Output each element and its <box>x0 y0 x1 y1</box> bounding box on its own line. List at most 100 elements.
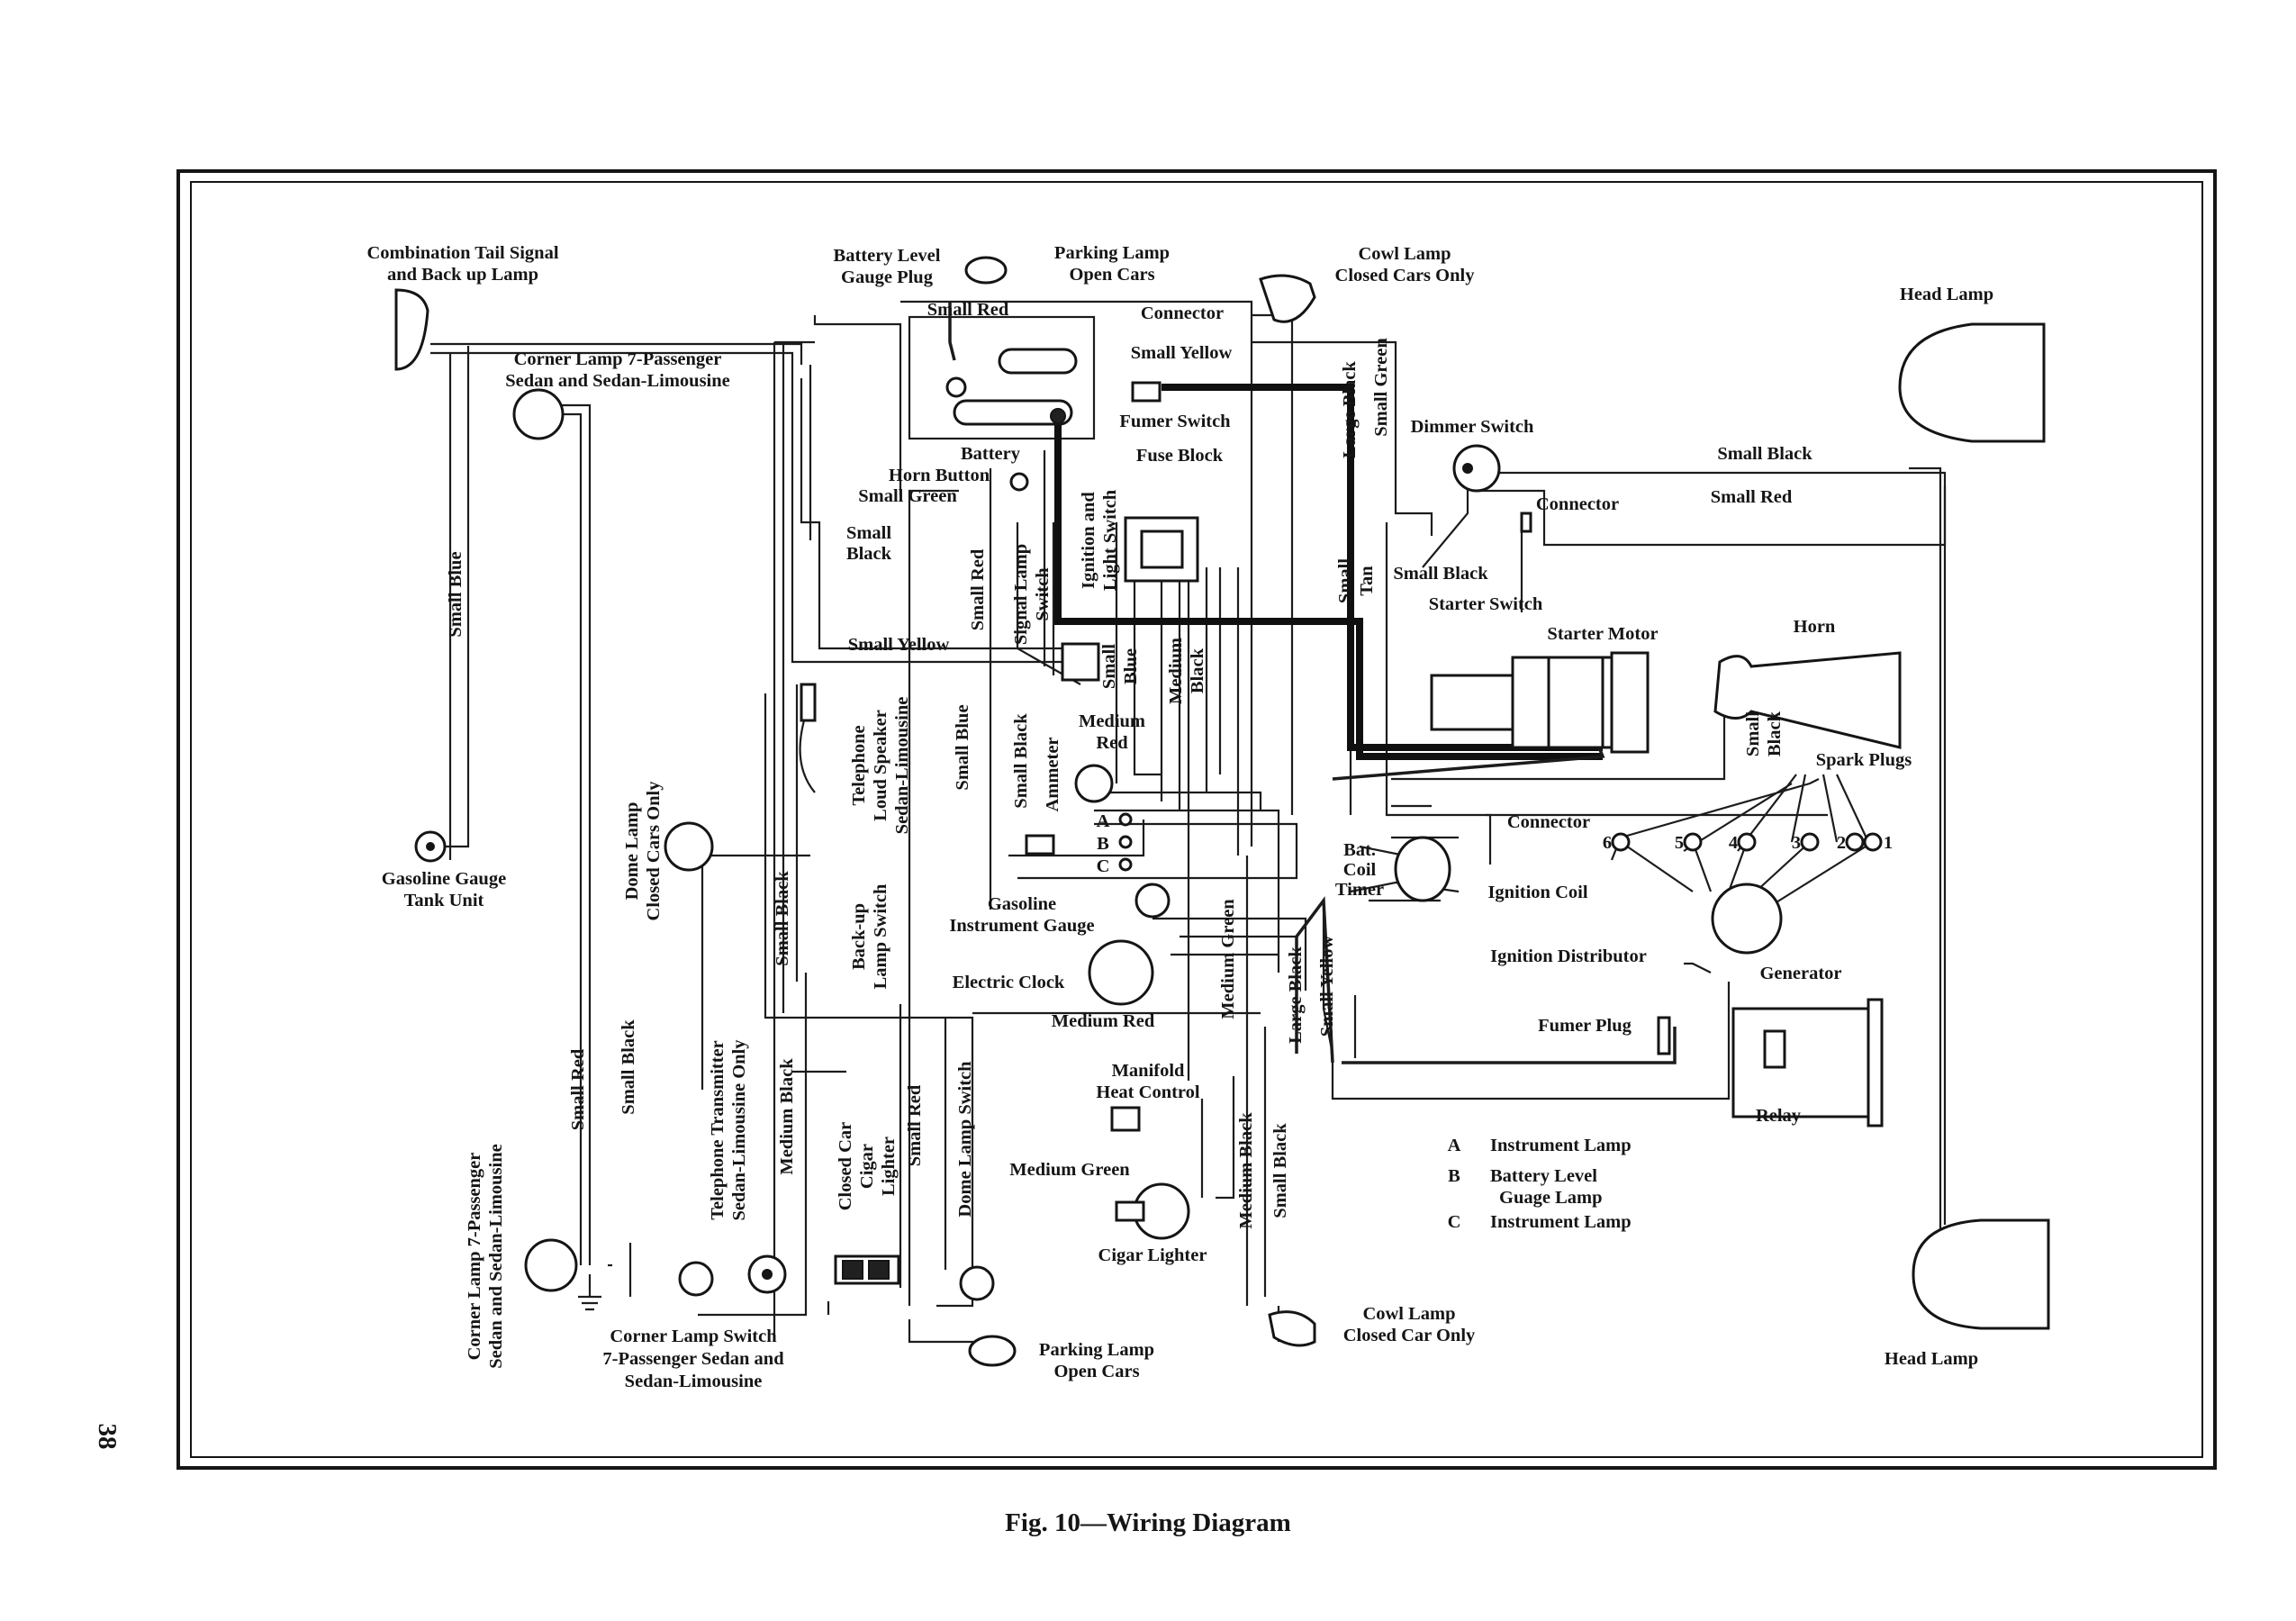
horn-button-icon <box>1009 472 1029 492</box>
head-lamp-bottom-label: Head Lamp <box>1885 1349 1978 1369</box>
backup-lamp-switch-icon <box>1025 834 1055 856</box>
small-black-vert2-label: Small Black <box>773 871 792 966</box>
page-number: 38 <box>93 1424 122 1450</box>
cowl-lamp-top-icon <box>1259 274 1316 323</box>
inner-frame <box>190 181 2203 1458</box>
dome-lamp-switch-label: Dome Lamp Switch <box>955 1061 975 1218</box>
battery-label: Battery <box>961 444 1021 464</box>
backup-lamp-switch-label: Back-upLamp Switch <box>849 883 890 989</box>
fumer-plug-label: Fumer Plug <box>1538 1016 1632 1036</box>
small-blue-vert-label: Small Blue <box>953 704 972 790</box>
horn-icon <box>1713 651 1902 749</box>
terminal-c-label: C <box>1097 856 1110 876</box>
parking-lamp-top-icon <box>964 256 1008 285</box>
medium-black-bottom-label: Medium Black <box>1236 1112 1256 1229</box>
dimmer-switch-label: Dimmer Switch <box>1411 417 1534 437</box>
spark-plugs-label: Spark Plugs <box>1816 750 1912 770</box>
medium-green-bottom-label: Medium Green <box>1009 1160 1130 1180</box>
outer-frame <box>176 169 2217 1470</box>
corner-lamp-switch-icon <box>678 1261 714 1297</box>
small-tan-label: SmallTan <box>1335 558 1377 603</box>
signal-lamp-switch-label: Signal LampSwitch <box>1011 544 1053 645</box>
ignition-coil-label: Ignition Coil <box>1487 883 1587 902</box>
legend-key-a: A <box>1448 1136 1461 1155</box>
ignition-light-switch-label: Ignition andLight Switch <box>1079 489 1120 591</box>
small-black-right-label: Small Black <box>1393 564 1488 584</box>
parking-lamp-bottom-icon <box>968 1335 1017 1367</box>
cowl-lamp-bottom-icon <box>1268 1310 1316 1347</box>
ignition-coil-icon <box>1394 836 1451 902</box>
plug-number-2: 2 <box>1837 833 1846 853</box>
components <box>394 256 2050 1367</box>
electric-clock-label: Electric Clock <box>953 973 1065 992</box>
small-red-vert2-label: Small Red <box>905 1084 925 1166</box>
small-black-vert-label: Small Black <box>1011 713 1031 809</box>
small-yellow-top-label: Small Yellow <box>1131 343 1233 363</box>
connector-top-label: Connector <box>1141 303 1224 323</box>
dimmer-switch-icon <box>1452 444 1501 493</box>
small-red-left-label: Small Red <box>568 1048 588 1130</box>
dome-lamp-icon <box>664 821 714 872</box>
small-blue-left-label: Small Blue <box>446 551 466 637</box>
fumer-plug-icon <box>1657 1016 1671 1055</box>
ignition-distributor-label: Ignition Distributor <box>1490 946 1647 966</box>
small-red-vert-label: Small Red <box>968 548 988 630</box>
relay-label: Relay <box>1756 1106 1802 1126</box>
telephone-speaker-icon <box>800 683 817 722</box>
dome-lamp-switch-icon <box>959 1265 995 1301</box>
ammeter-icon <box>1074 764 1114 803</box>
plug-number-5: 5 <box>1675 833 1684 853</box>
dome-lamp-label: Dome LampClosed Cars Only <box>622 781 664 921</box>
signal-lamp-switch-icon <box>1061 642 1100 682</box>
small-black-bottom-label: Small Black <box>1270 1123 1290 1218</box>
corner-lamp-bottom-label: Corner Lamp 7-PassengerSedan and Sedan-L… <box>465 1144 506 1369</box>
large-black-low-label: Large Black <box>1286 946 1306 1044</box>
plug-number-1: 1 <box>1884 833 1893 853</box>
medium-black-mid-label: MediumBlack <box>1166 638 1207 704</box>
starter-motor-icon <box>1430 651 1650 754</box>
closed-car-cigar-label: Closed CarCigarLighter <box>836 1122 899 1211</box>
small-green-top-label: Small Green <box>1371 338 1391 437</box>
electric-clock-icon <box>1088 939 1154 1006</box>
spark-plugs-icon <box>1611 832 1883 852</box>
head-lamp-bottom-icon <box>1912 1218 2050 1330</box>
coil-label: Coil <box>1343 860 1377 880</box>
small-red-head-label: Small Red <box>1711 487 1793 507</box>
generator-icon <box>1731 998 1884 1127</box>
ground-icon <box>578 1274 601 1311</box>
small-red-top-label: Small Red <box>927 300 1009 320</box>
large-black-top-label: Large Black <box>1340 361 1360 458</box>
telephone-speaker-label: TelephoneLoud SpeakerSedan-Limousine <box>849 697 912 835</box>
timer-label: Timer <box>1335 880 1384 900</box>
head-lamp-top-label: Head Lamp <box>1900 285 1993 304</box>
small-black-head-label: Small Black <box>1717 444 1812 464</box>
medium-red-bottom-label: Medium Red <box>1052 1011 1155 1031</box>
small-black-left-label: Small Black <box>619 1019 638 1115</box>
corner-lamp-bottom-icon <box>524 1238 578 1292</box>
fumer-switch-icon <box>1131 381 1162 403</box>
starter-motor-label: Starter Motor <box>1547 624 1658 644</box>
ammeter-label: Ammeter <box>1043 737 1062 811</box>
horn-button-label: Horn Button <box>889 466 990 485</box>
connector-low-label: Connector <box>1507 812 1590 832</box>
telephone-transmitter-label: Telephone TransmitterSedan-Limousine Onl… <box>708 1039 749 1221</box>
battery-level-plug-icon <box>945 376 967 398</box>
tail-signal-lamp-icon <box>394 288 429 371</box>
generator-label: Generator <box>1759 964 1841 983</box>
plug-number-3: 3 <box>1792 833 1801 853</box>
small-yellow-mid-label: Small Yellow <box>848 635 950 655</box>
legend-text-a: Instrument Lamp <box>1490 1136 1632 1155</box>
legend-text-c: Instrument Lamp <box>1490 1212 1632 1232</box>
medium-green-vert-label: Medium Green <box>1218 899 1238 1019</box>
small-green-mid-label: Small Green <box>858 486 957 506</box>
